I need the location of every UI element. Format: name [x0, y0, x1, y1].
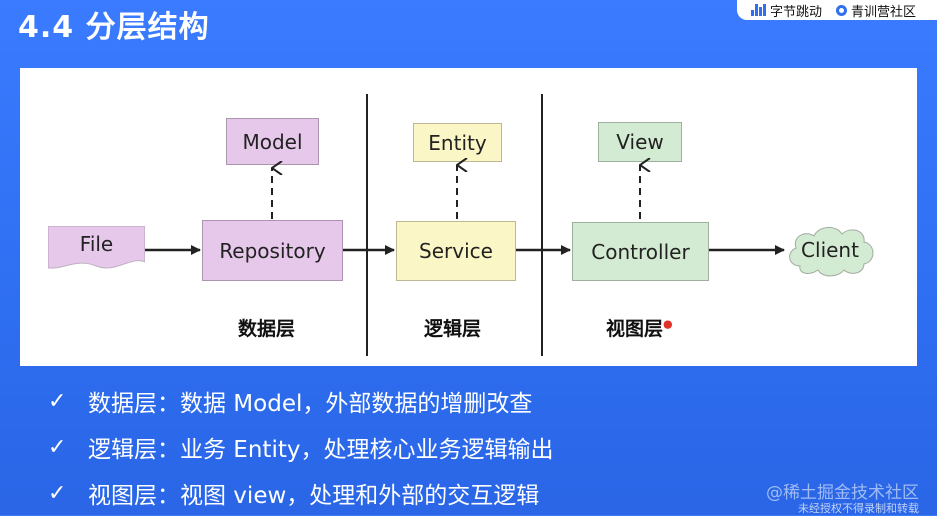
diagram-panel: [20, 68, 917, 366]
marker-dot-icon: ●: [663, 317, 673, 331]
view-layer-label-wrap: 视图层●: [606, 314, 673, 341]
camp-brand: 青训营社区: [836, 1, 916, 20]
view-layer-label: 视图层: [606, 318, 664, 340]
watermark-site: @稀土掘金技术社区: [766, 483, 919, 503]
bullet-list: ✓ 数据层：数据 Model，外部数据的增删改查 ✓ 逻辑层：业务 Entity…: [48, 378, 553, 516]
entity-node: Entity: [413, 123, 502, 162]
check-icon: ✓: [48, 434, 67, 460]
bullet-text: 数据层：数据 Model，外部数据的增删改查: [88, 391, 533, 417]
controller-node: Controller: [572, 222, 709, 281]
repository-node: Repository: [202, 220, 343, 281]
file-node: [48, 226, 145, 269]
data-layer-label: 数据层: [238, 318, 296, 340]
model-node: Model: [226, 118, 319, 165]
camp-label: 青训营社区: [851, 4, 917, 20]
bytedance-brand: 字节跳动: [751, 1, 822, 20]
file-label: File: [79, 232, 114, 256]
bytedance-logo-icon: [751, 4, 766, 16]
client-node: [789, 227, 874, 277]
watermark-notice: 未经授权不得录制和转载: [798, 502, 919, 515]
bytedance-label: 字节跳动: [770, 4, 823, 20]
service-node: Service: [396, 221, 516, 281]
bullet-item-view: ✓ 视图层：视图 view，处理和外部的交互逻辑: [48, 470, 553, 516]
camp-logo-icon: [836, 4, 848, 16]
bullet-item-data: ✓ 数据层：数据 Model，外部数据的增删改查: [48, 378, 553, 424]
cloud-shape: [789, 227, 874, 277]
view-node: View: [598, 122, 682, 162]
check-icon: ✓: [48, 388, 67, 414]
client-label: Client: [801, 238, 859, 262]
check-icon: ✓: [48, 480, 67, 506]
layer-divider-2: [541, 94, 543, 356]
brand-bar: 字节跳动 青训营社区: [737, 0, 937, 20]
layer-divider-1: [366, 94, 368, 356]
bullet-text: 逻辑层：业务 Entity，处理核心业务逻辑输出: [88, 437, 554, 463]
bullet-item-logic: ✓ 逻辑层：业务 Entity，处理核心业务逻辑输出: [48, 424, 553, 470]
logic-layer-label: 逻辑层: [424, 318, 482, 340]
page-title: 4.4 分层结构: [18, 10, 210, 45]
bullet-text: 视图层：视图 view，处理和外部的交互逻辑: [88, 483, 540, 509]
file-shape: [48, 226, 145, 269]
